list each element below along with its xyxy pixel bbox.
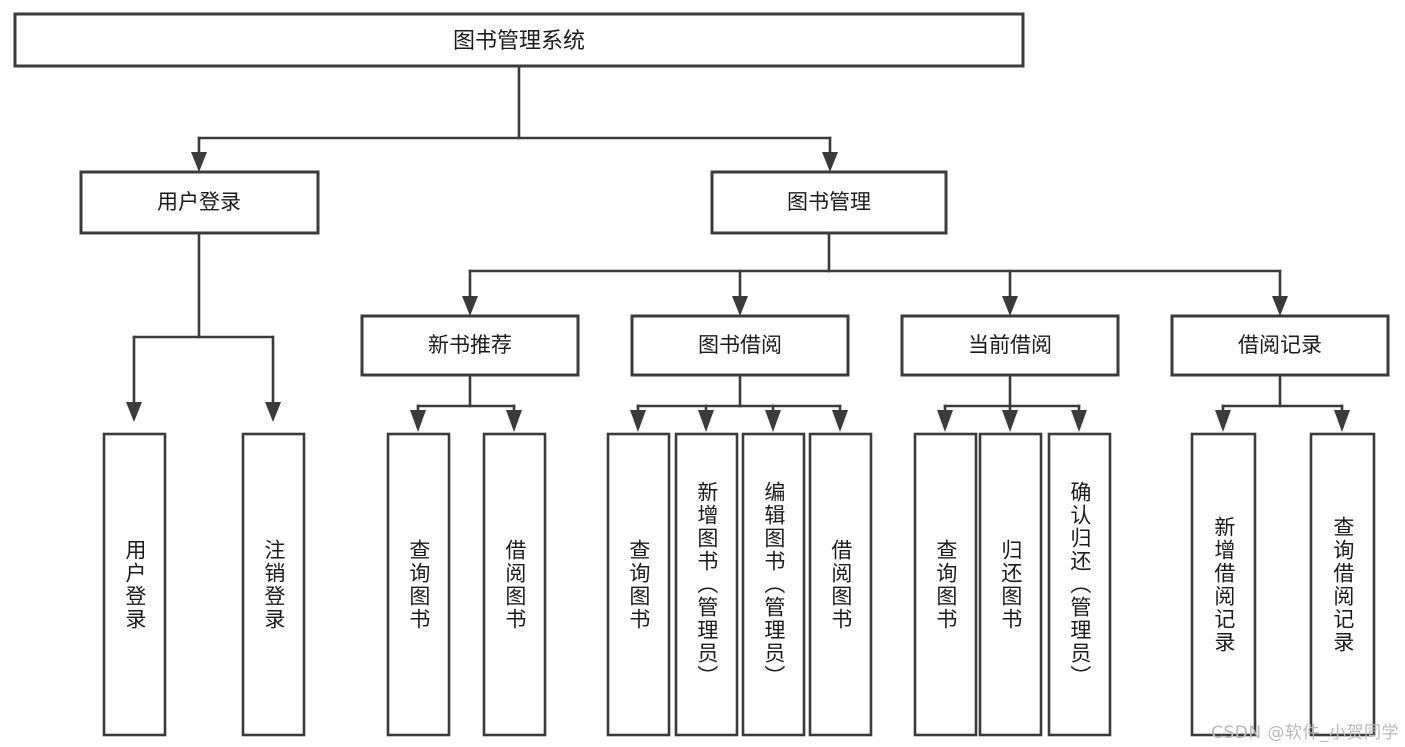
- connector-borrow-record-to-leaves: [1215, 373, 1350, 432]
- node-user-login[interactable]: 用户登录: [79, 170, 320, 235]
- node-root[interactable]: 图书管理系统: [13, 12, 1025, 68]
- arrow-head-icon: [1215, 410, 1231, 432]
- level2-box-book-management[interactable]: [710, 170, 948, 235]
- connector-root-to-level2: [191, 64, 838, 172]
- leaf-box-new-book-0[interactable]: [386, 432, 451, 737]
- watermark-text: CSDN @软件_小贺同学: [1211, 723, 1399, 743]
- leaf-box-book-borrow-0[interactable]: [606, 432, 671, 737]
- level3-label-current-borrow: 当前借阅: [968, 333, 1052, 357]
- leaf-box-current-borrow-1[interactable]: [978, 432, 1043, 737]
- leaf-box-book-borrow-2[interactable]: [741, 432, 806, 737]
- connector-user-login-to-leaves: [126, 231, 281, 422]
- arrow-head-icon: [1071, 410, 1087, 432]
- connector-book-management-to-level3: [462, 231, 1288, 316]
- connector-current-borrow-to-leaves: [937, 373, 1087, 432]
- arrow-head-icon: [265, 402, 281, 422]
- level3-box-new-book-recommend[interactable]: [360, 314, 580, 377]
- arrow-head-icon: [832, 410, 848, 432]
- arrow-head-icon: [1334, 410, 1350, 432]
- leaf-box-current-borrow-2[interactable]: [1047, 432, 1112, 737]
- root-label: 图书管理系统: [453, 29, 585, 54]
- root-box[interactable]: [13, 12, 1025, 68]
- leaf-box-current-borrow-0[interactable]: [913, 432, 978, 737]
- level3-box-current-borrow[interactable]: [900, 314, 1120, 377]
- leaf-box-user-login-0[interactable]: [102, 432, 167, 737]
- leaf-box-borrow-record-0[interactable]: [1190, 432, 1257, 737]
- node-book-borrow[interactable]: 图书借阅: [630, 314, 850, 377]
- arrow-head-icon: [506, 410, 522, 432]
- connector-book-borrow-to-leaves: [630, 373, 848, 432]
- arrow-head-icon: [410, 410, 426, 432]
- level3-box-book-borrow[interactable]: [630, 314, 850, 377]
- arrow-head-icon: [630, 410, 646, 432]
- arrow-head-icon: [126, 402, 142, 422]
- arrow-head-icon: [462, 296, 478, 316]
- level3-box-borrow-record[interactable]: [1170, 314, 1390, 377]
- arrow-head-icon: [732, 296, 748, 316]
- arrow-head-icon: [765, 410, 781, 432]
- leaf-box-new-book-1[interactable]: [482, 432, 547, 737]
- leaf-box-borrow-record-1[interactable]: [1309, 432, 1376, 737]
- arrow-head-icon: [1002, 410, 1018, 432]
- node-book-management[interactable]: 图书管理: [710, 170, 948, 235]
- leaf-box-book-borrow-1[interactable]: [674, 432, 739, 737]
- arrow-head-icon: [698, 410, 714, 432]
- level3-label-book-borrow: 图书借阅: [698, 333, 782, 357]
- arrow-head-icon: [822, 152, 838, 172]
- arrow-head-icon: [1272, 296, 1288, 316]
- level3-label-new-book-recommend: 新书推荐: [428, 333, 512, 357]
- node-current-borrow[interactable]: 当前借阅: [900, 314, 1120, 377]
- arrow-head-icon: [937, 410, 953, 432]
- connector-new-book-recommend-to-leaves: [410, 373, 522, 432]
- arrow-head-icon: [1002, 296, 1018, 316]
- leaf-box-book-borrow-3[interactable]: [808, 432, 873, 737]
- node-new-book-recommend[interactable]: 新书推荐: [360, 314, 580, 377]
- level2-label-user-login: 用户登录: [157, 190, 241, 214]
- level2-label-book-management: 图书管理: [787, 190, 871, 214]
- node-borrow-record[interactable]: 借阅记录: [1170, 314, 1390, 377]
- leaf-box-user-login-1[interactable]: [241, 432, 306, 737]
- arrow-head-icon: [191, 152, 207, 172]
- level3-label-borrow-record: 借阅记录: [1238, 333, 1322, 357]
